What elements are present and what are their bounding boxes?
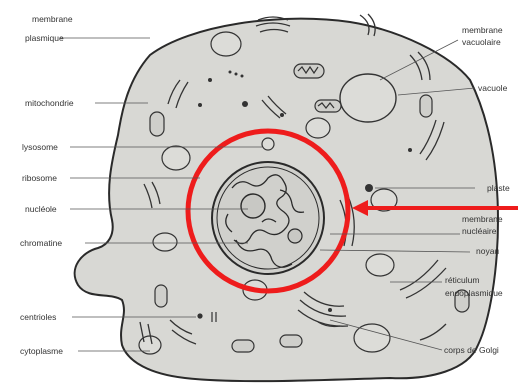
label-membrane-vacuolaire-2: vacuolaire <box>462 37 501 47</box>
label-noyau: noyau <box>476 246 499 256</box>
label-centrioles: centrioles <box>20 312 56 322</box>
label-nucleole: nucléole <box>25 204 57 214</box>
label-vacuole: vacuole <box>478 83 507 93</box>
label-membrane-nucleaire-2: nucléaire <box>462 226 497 236</box>
label-plaste: plaste <box>487 183 510 193</box>
nucleolus <box>241 194 265 218</box>
label-membrane-plasmique-1: membrane <box>32 14 73 24</box>
vacuole <box>340 74 396 122</box>
label-membrane-nucleaire-1: membrane <box>462 214 503 224</box>
label-golgi: corps de Golgi <box>444 345 499 355</box>
label-lysosome: lysosome <box>22 142 58 152</box>
label-reticulum-1: réticulum <box>445 275 479 285</box>
label-membrane-vacuolaire-1: membrane <box>462 25 503 35</box>
vacuole-small <box>366 254 394 276</box>
vacuole-small <box>162 146 190 170</box>
label-cytoplasme: cytoplasme <box>20 346 63 356</box>
label-ribosome: ribosome <box>22 173 57 183</box>
vacuole-small <box>153 233 177 251</box>
vacuole-small <box>211 32 241 56</box>
label-mitochondrie: mitochondrie <box>25 98 74 108</box>
label-reticulum-2: endoplasmique <box>445 288 503 298</box>
vacuole-small <box>306 118 330 138</box>
label-membrane-plasmique-2: plasmique <box>25 33 64 43</box>
label-chromatine: chromatine <box>20 238 62 248</box>
nucleolus-small <box>288 229 302 243</box>
